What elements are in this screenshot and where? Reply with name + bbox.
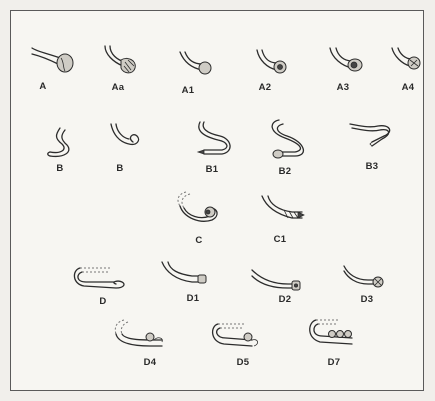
label-B2: B2 [279, 166, 292, 177]
label-Aa: Aa [112, 82, 125, 93]
shape-B2 [265, 116, 309, 162]
shape-D1 [158, 258, 210, 292]
shape-D4 [110, 314, 172, 354]
shape-A1 [176, 48, 216, 84]
label-D2: D2 [279, 294, 292, 305]
shape-C1 [258, 192, 308, 228]
shape-A4 [388, 44, 424, 78]
label-D5: D5 [237, 357, 250, 368]
label-A1: A1 [182, 85, 195, 96]
shape-B-2 [107, 120, 147, 160]
label-D1: D1 [187, 293, 200, 304]
label-C1: C1 [274, 234, 287, 245]
shape-A3 [326, 44, 366, 80]
shape-D5 [208, 318, 264, 354]
label-B-2: B [116, 163, 123, 174]
label-C: C [195, 235, 202, 246]
label-A4: A4 [402, 82, 415, 93]
label-B3: B3 [366, 161, 379, 172]
shape-D3 [340, 262, 386, 292]
label-A2: A2 [259, 82, 272, 93]
shape-A [28, 42, 78, 76]
shape-A2 [253, 46, 291, 82]
label-A3: A3 [337, 82, 350, 93]
label-D4: D4 [144, 357, 157, 368]
shape-D [70, 262, 130, 292]
label-A: A [39, 81, 46, 92]
shape-B1 [192, 118, 234, 160]
label-D7: D7 [328, 357, 341, 368]
shape-D2 [248, 266, 304, 294]
label-D3: D3 [361, 294, 374, 305]
shape-D7 [302, 314, 362, 354]
shape-B-1 [44, 124, 74, 160]
shape-Aa [101, 42, 143, 80]
label-D: D [99, 296, 106, 307]
label-B-1: B [56, 163, 63, 174]
shape-C [170, 186, 224, 234]
label-B1: B1 [206, 164, 219, 175]
shape-B3 [346, 118, 400, 154]
